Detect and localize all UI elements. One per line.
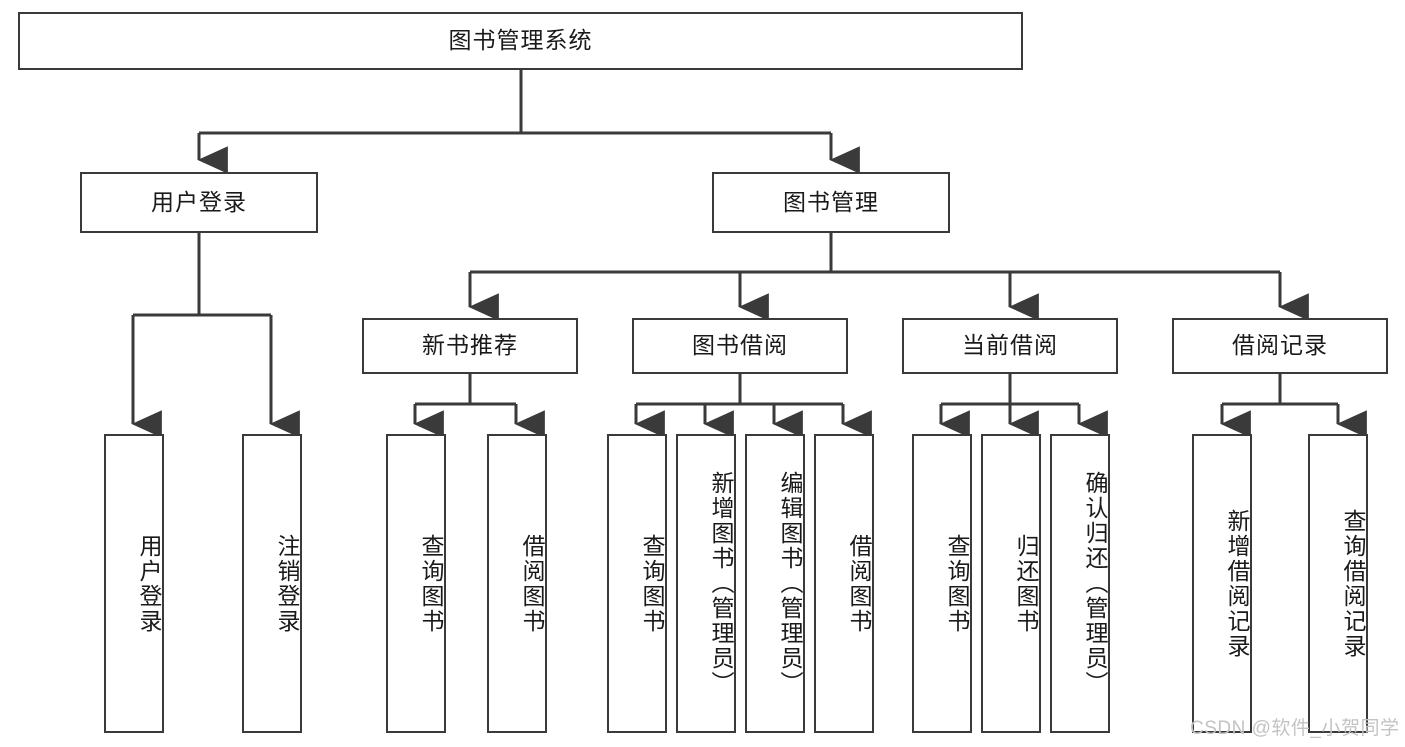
- node-leaf-confirm-return-admin[interactable]: 确认归还（管理员）: [1050, 434, 1110, 733]
- node-new-book-recommend[interactable]: 新书推荐: [362, 318, 578, 374]
- node-current-borrow[interactable]: 当前借阅: [902, 318, 1118, 374]
- node-label: 注销登录: [274, 533, 300, 634]
- node-root-library-system[interactable]: 图书管理系统: [18, 12, 1023, 70]
- node-leaf-add-book-admin[interactable]: 新增图书（管理员）: [676, 434, 736, 733]
- node-label: 图书借阅: [692, 332, 788, 359]
- node-borrow-record[interactable]: 借阅记录: [1172, 318, 1388, 374]
- node-label: 归还图书: [1013, 533, 1039, 634]
- node-label: 查询借阅记录: [1340, 508, 1366, 659]
- node-leaf-query-book-borrow[interactable]: 查询图书: [607, 434, 667, 733]
- node-leaf-return-book[interactable]: 归还图书: [981, 434, 1041, 733]
- node-label: 编辑图书（管理员）: [777, 471, 803, 696]
- node-leaf-borrow-book[interactable]: 借阅图书: [814, 434, 874, 733]
- node-label: 确认归还（管理员）: [1082, 471, 1108, 696]
- node-user-login[interactable]: 用户登录: [80, 172, 318, 233]
- node-leaf-add-borrow-record[interactable]: 新增借阅记录: [1192, 434, 1252, 733]
- node-leaf-query-borrow-record[interactable]: 查询借阅记录: [1308, 434, 1368, 733]
- node-book-borrow[interactable]: 图书借阅: [632, 318, 848, 374]
- node-book-management[interactable]: 图书管理: [712, 172, 950, 233]
- node-leaf-query-book-current[interactable]: 查询图书: [912, 434, 972, 733]
- watermark: CSDN @软件_小贺同学: [1190, 718, 1400, 739]
- node-label: 借阅图书: [519, 533, 545, 634]
- node-label: 查询图书: [944, 533, 970, 634]
- node-leaf-edit-book-admin[interactable]: 编辑图书（管理员）: [745, 434, 805, 733]
- node-label: 借阅图书: [846, 533, 872, 634]
- node-label: 新增图书（管理员）: [708, 471, 734, 696]
- node-leaf-query-book-recommend[interactable]: 查询图书: [386, 434, 446, 733]
- node-label: 图书管理: [783, 188, 879, 215]
- node-label: 当前借阅: [962, 332, 1058, 359]
- node-label: 查询图书: [418, 533, 444, 634]
- node-label: 用户登录: [151, 188, 247, 215]
- node-label: 新增借阅记录: [1224, 508, 1250, 659]
- node-leaf-borrow-book-recommend[interactable]: 借阅图书: [487, 434, 547, 733]
- node-label: 用户登录: [136, 533, 162, 634]
- node-leaf-user-login[interactable]: 用户登录: [104, 434, 164, 733]
- node-label: 借阅记录: [1232, 332, 1328, 359]
- node-leaf-logout[interactable]: 注销登录: [242, 434, 302, 733]
- node-label: 新书推荐: [422, 332, 518, 359]
- node-label: 图书管理系统: [448, 27, 593, 54]
- node-label: 查询图书: [639, 533, 665, 634]
